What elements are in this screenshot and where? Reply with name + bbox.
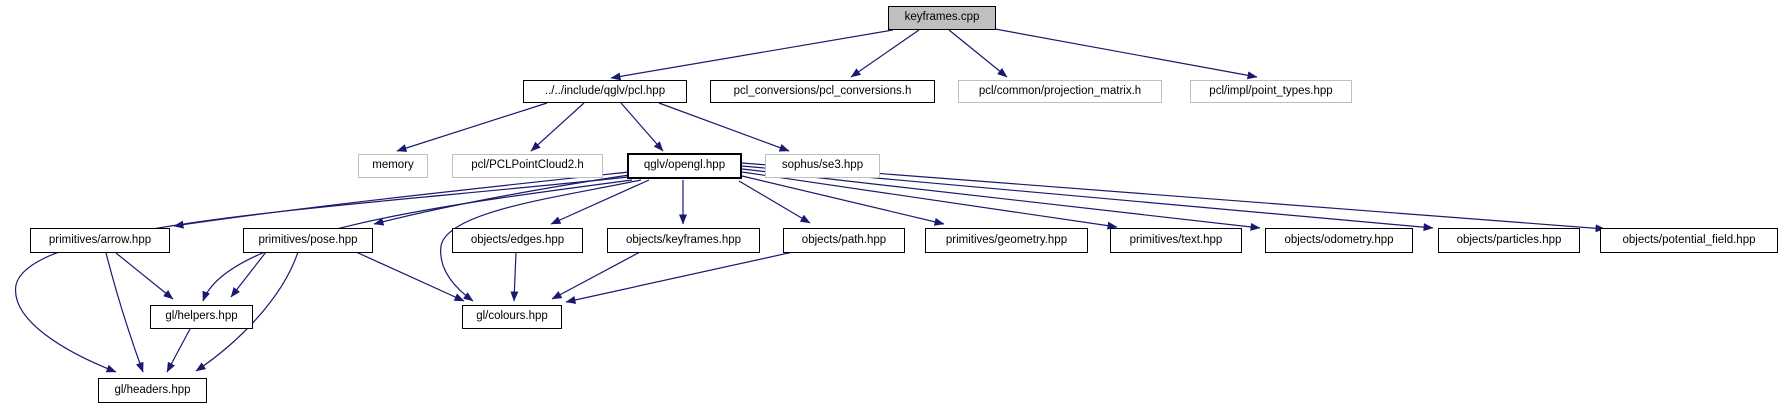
- node-label: gl/helpers.hpp: [165, 310, 238, 323]
- node-label: objects/edges.hpp: [470, 233, 565, 246]
- edge-primitives-pose-hpp--gl-headers-hpp: [195, 251, 299, 372]
- edge-primitives-pose-hpp--gl-helpers-hpp: [230, 251, 267, 298]
- node-label: gl/colours.hpp: [476, 310, 548, 323]
- node-label: primitives/pose.hpp: [258, 233, 358, 246]
- node-primitives-geometry-hpp[interactable]: primitives/geometry.hpp: [925, 228, 1088, 253]
- node-label: objects/path.hpp: [801, 233, 887, 246]
- node-label: primitives/text.hpp: [1129, 233, 1223, 246]
- node-gl-helpers-hpp[interactable]: gl/helpers.hpp: [150, 305, 253, 329]
- node-objects-odometry-hpp[interactable]: objects/odometry.hpp: [1265, 228, 1413, 253]
- node-label: keyframes.cpp: [904, 11, 980, 24]
- node-memory: memory: [358, 154, 428, 178]
- node-objects-keyframes-hpp[interactable]: objects/keyframes.hpp: [607, 228, 760, 253]
- node-primitives-arrow-hpp[interactable]: primitives/arrow.hpp: [30, 228, 170, 253]
- edge-keyframes-cpp--projection-matrix-h: [948, 29, 1008, 78]
- edge-objects-path-hpp--gl-colours-hpp: [565, 251, 794, 304]
- edge-qglv-opengl-hpp--primitives-geometry-hpp: [741, 175, 945, 226]
- edge-objects-edges-hpp--gl-colours-hpp: [510, 251, 519, 302]
- node-label: pcl/PCLPointCloud2.h: [471, 159, 584, 172]
- edge-qglv-pcl-hpp--pclpointcloud2-h: [530, 102, 585, 152]
- node-label: pcl_conversions/pcl_conversions.h: [733, 84, 912, 97]
- edge-qglv-opengl-hpp--objects-path-hpp: [738, 180, 811, 224]
- edge-primitives-pose-hpp--gl-colours-hpp: [355, 251, 465, 302]
- node-pcl-conversions-h[interactable]: pcl_conversions/pcl_conversions.h: [710, 80, 935, 103]
- edge-qglv-opengl-hpp--gl-helpers-hpp: [202, 179, 633, 302]
- node-label: gl/headers.hpp: [114, 383, 191, 396]
- node-gl-headers-hpp[interactable]: gl/headers.hpp: [98, 378, 207, 403]
- node-point-types-hpp: pcl/impl/point_types.hpp: [1190, 80, 1352, 103]
- node-label: primitives/geometry.hpp: [945, 233, 1068, 246]
- edge-keyframes-cpp--qglv-pcl-hpp: [610, 29, 894, 81]
- node-label: primitives/arrow.hpp: [48, 233, 152, 246]
- edge-qglv-opengl-hpp--gl-colours-hpp: [440, 179, 642, 302]
- node-primitives-pose-hpp[interactable]: primitives/pose.hpp: [243, 228, 373, 253]
- node-label: objects/particles.hpp: [1456, 233, 1562, 246]
- edge-qglv-opengl-hpp--objects-edges-hpp: [550, 179, 650, 225]
- node-primitives-text-hpp[interactable]: primitives/text.hpp: [1110, 228, 1242, 253]
- node-label: objects/keyframes.hpp: [625, 233, 742, 246]
- node-pclpointcloud2-h: pcl/PCLPointCloud2.h: [452, 154, 603, 178]
- edge-qglv-pcl-hpp--qglv-opengl-hpp: [620, 102, 664, 152]
- edge-keyframes-cpp--pcl-conversions-h: [850, 29, 920, 78]
- node-projection-matrix-h: pcl/common/projection_matrix.h: [958, 80, 1162, 103]
- node-label: memory: [372, 159, 414, 172]
- node-objects-path-hpp[interactable]: objects/path.hpp: [783, 228, 905, 253]
- node-label: ../../include/qglv/pcl.hpp: [544, 84, 666, 97]
- edge-qglv-opengl-hpp--primitives-pose-hpp: [373, 174, 630, 226]
- node-keyframes-cpp: keyframes.cpp: [888, 6, 996, 30]
- node-label: objects/odometry.hpp: [1284, 233, 1394, 246]
- node-label: sophus/se3.hpp: [781, 159, 864, 172]
- edge-keyframes-cpp--point-types-hpp: [994, 28, 1258, 80]
- edge-objects-keyframes-hpp--gl-colours-hpp: [551, 251, 641, 300]
- node-objects-particles-hpp[interactable]: objects/particles.hpp: [1438, 228, 1580, 253]
- node-label: qglv/opengl.hpp: [643, 159, 726, 172]
- edge-primitives-arrow-hpp--gl-headers-hpp: [105, 252, 144, 373]
- node-objects-edges-hpp[interactable]: objects/edges.hpp: [452, 228, 583, 253]
- edge-primitives-arrow-hpp--gl-helpers-hpp: [115, 252, 174, 300]
- node-sophus-se3-hpp: sophus/se3.hpp: [765, 154, 880, 178]
- node-qglv-opengl-hpp[interactable]: qglv/opengl.hpp: [627, 153, 742, 179]
- edge-qglv-opengl-hpp--objects-potential-field-hpp: [741, 162, 1606, 233]
- node-qglv-pcl-hpp[interactable]: ../../include/qglv/pcl.hpp: [523, 80, 687, 103]
- edge-gl-helpers-hpp--gl-headers-hpp: [166, 328, 191, 373]
- edge-qglv-pcl-hpp--memory: [396, 102, 548, 152]
- node-label: pcl/impl/point_types.hpp: [1209, 84, 1333, 97]
- node-label: pcl/common/projection_matrix.h: [978, 84, 1142, 97]
- node-objects-potential-field-hpp[interactable]: objects/potential_field.hpp: [1600, 228, 1778, 253]
- node-gl-colours-hpp[interactable]: gl/colours.hpp: [462, 305, 562, 329]
- edge-qglv-opengl-hpp--objects-odometry-hpp: [741, 168, 1261, 231]
- node-label: objects/potential_field.hpp: [1622, 233, 1756, 246]
- edge-qglv-opengl-hpp--primitives-text-hpp: [741, 171, 1118, 230]
- edge-qglv-pcl-hpp--sophus-se3-hpp: [658, 102, 790, 152]
